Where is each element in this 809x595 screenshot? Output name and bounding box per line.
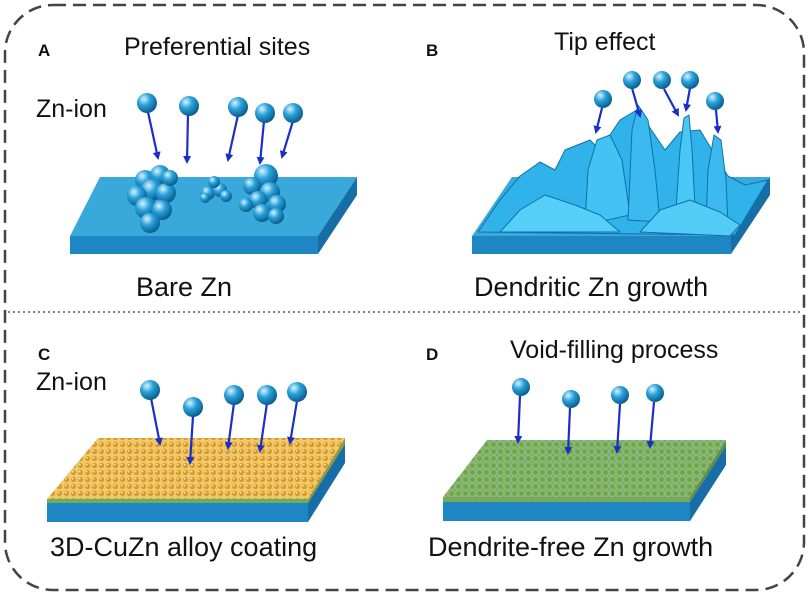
panel-c-letter: C [38, 345, 50, 364]
zn-dendrites-b [477, 104, 769, 237]
zn-clusters-a [127, 164, 286, 233]
panel-c-caption: 3D-CuZn alloy coating [50, 532, 317, 562]
panel-a-caption: Bare Zn [136, 272, 232, 302]
panel-a-ion-label: Zn-ion [36, 95, 107, 123]
panel-b-letter: B [426, 41, 438, 60]
zn-slab-d [443, 440, 726, 521]
panel-d-title: Void-filling process [510, 336, 718, 364]
panel-d-caption: Dendrite-free Zn growth [428, 532, 713, 562]
panel-b-title: Tip effect [554, 28, 655, 56]
panel-d-letter: D [426, 345, 438, 364]
zn-slab-c [47, 438, 345, 522]
zn-ions-b [593, 71, 724, 134]
outer-dashed-border [3, 3, 806, 592]
panel-d: D Void-filling process Dendrite-free Zn … [426, 336, 726, 562]
zn-ions-d [512, 378, 664, 455]
panel-a-letter: A [38, 41, 50, 60]
zn-ions-c [140, 380, 307, 465]
zn-ions-a [137, 93, 303, 165]
panel-b-caption: Dendritic Zn growth [474, 272, 708, 302]
panel-c-ion-label: Zn-ion [36, 368, 107, 396]
panel-a: A Preferential sites Zn-ion [36, 33, 357, 302]
panel-c: C Zn-ion 3D-CuZn alloy coating [36, 345, 345, 562]
panel-b: B Tip effect [426, 28, 770, 302]
panel-a-title: Preferential sites [124, 33, 310, 61]
